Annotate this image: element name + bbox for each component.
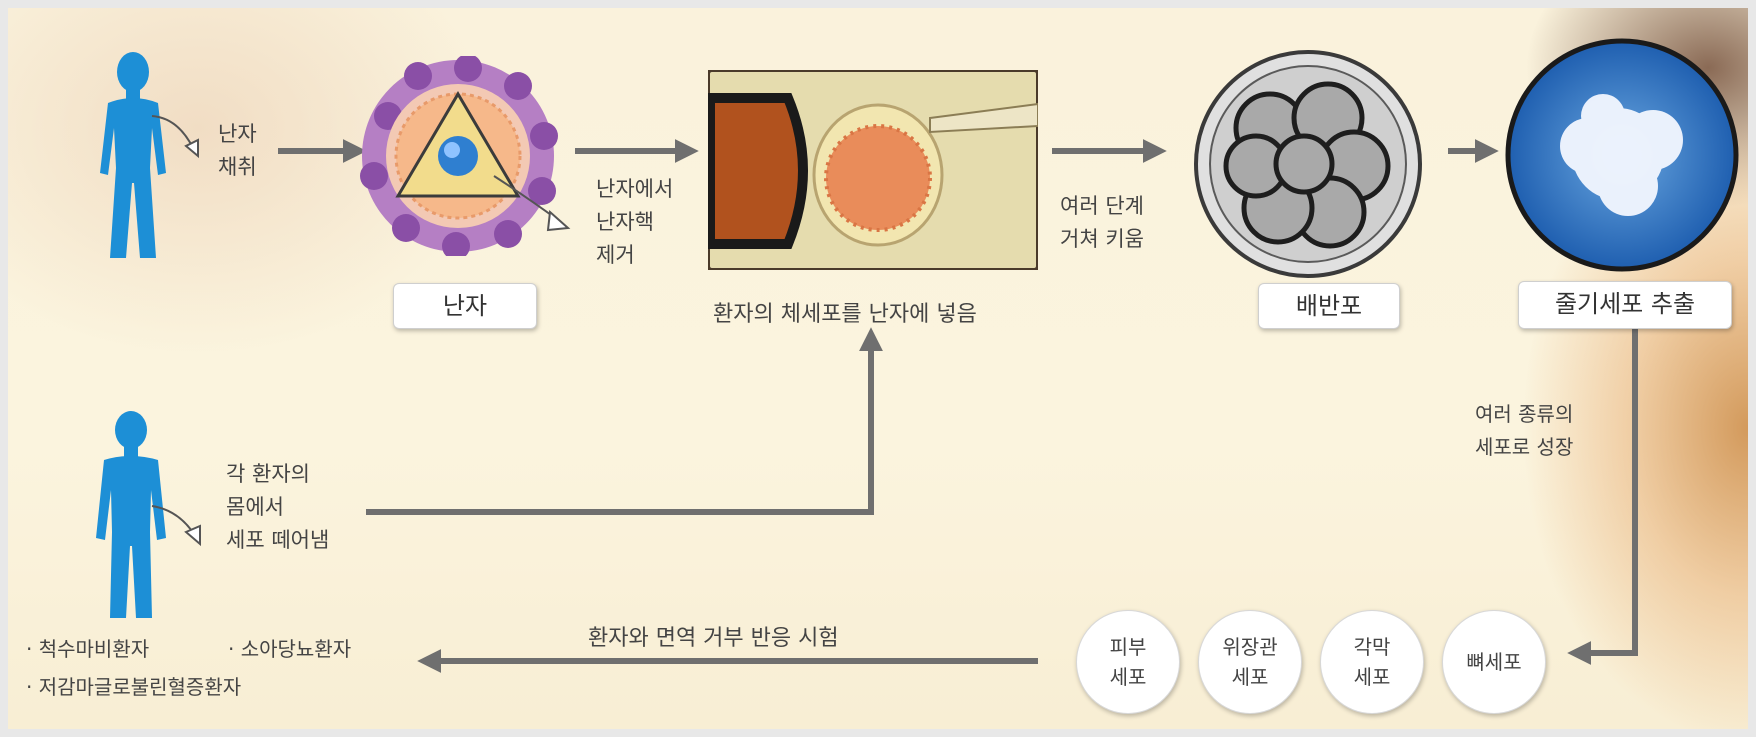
- nucleus-pointer-icon: [488, 168, 588, 248]
- arrow-patient-to-insert: [366, 338, 871, 512]
- grow-label: 여러 단계 거쳐 키움: [1060, 190, 1144, 256]
- patient-cell-label: 각 환자의 몸에서 세포 떼어냄: [226, 458, 329, 557]
- patient-type-3: · 저감마글로불린혈증환자: [26, 671, 241, 704]
- patient-type-1: · 척수마비환자: [26, 633, 149, 666]
- insert-caption: 환자의 체세포를 난자에 넣음: [713, 296, 977, 328]
- cell-pointer-icon: [148, 498, 228, 558]
- patient-type-2: · 소아당뇨환자: [228, 633, 351, 666]
- egg-harvest-label: 난자 채취: [218, 118, 257, 184]
- micro-injection-photo: [708, 70, 1038, 270]
- arrow-stem-to-cells: [1578, 326, 1635, 653]
- blastocyst-illustration: [1192, 48, 1424, 280]
- stem-cell-colony-illustration: [1503, 36, 1741, 274]
- nucleus-remove-label: 난자에서 난자핵 제거: [596, 173, 673, 272]
- diagram-stage: 난자 채취 난자 난자에서 난자핵 제거 환자의 체세포를 난자: [8, 8, 1748, 729]
- egg-caption: 난자: [393, 283, 537, 329]
- blastocyst-caption: 배반포: [1258, 283, 1400, 329]
- harvest-pointer-icon: [148, 108, 218, 168]
- differentiate-label: 여러 종류의 세포로 성장: [1475, 398, 1573, 464]
- immune-test-label: 환자와 면역 거부 반응 시험: [588, 620, 839, 652]
- stem-caption: 줄기세포 추출: [1518, 281, 1732, 329]
- cell-type-bone: 뼈세포: [1442, 610, 1546, 714]
